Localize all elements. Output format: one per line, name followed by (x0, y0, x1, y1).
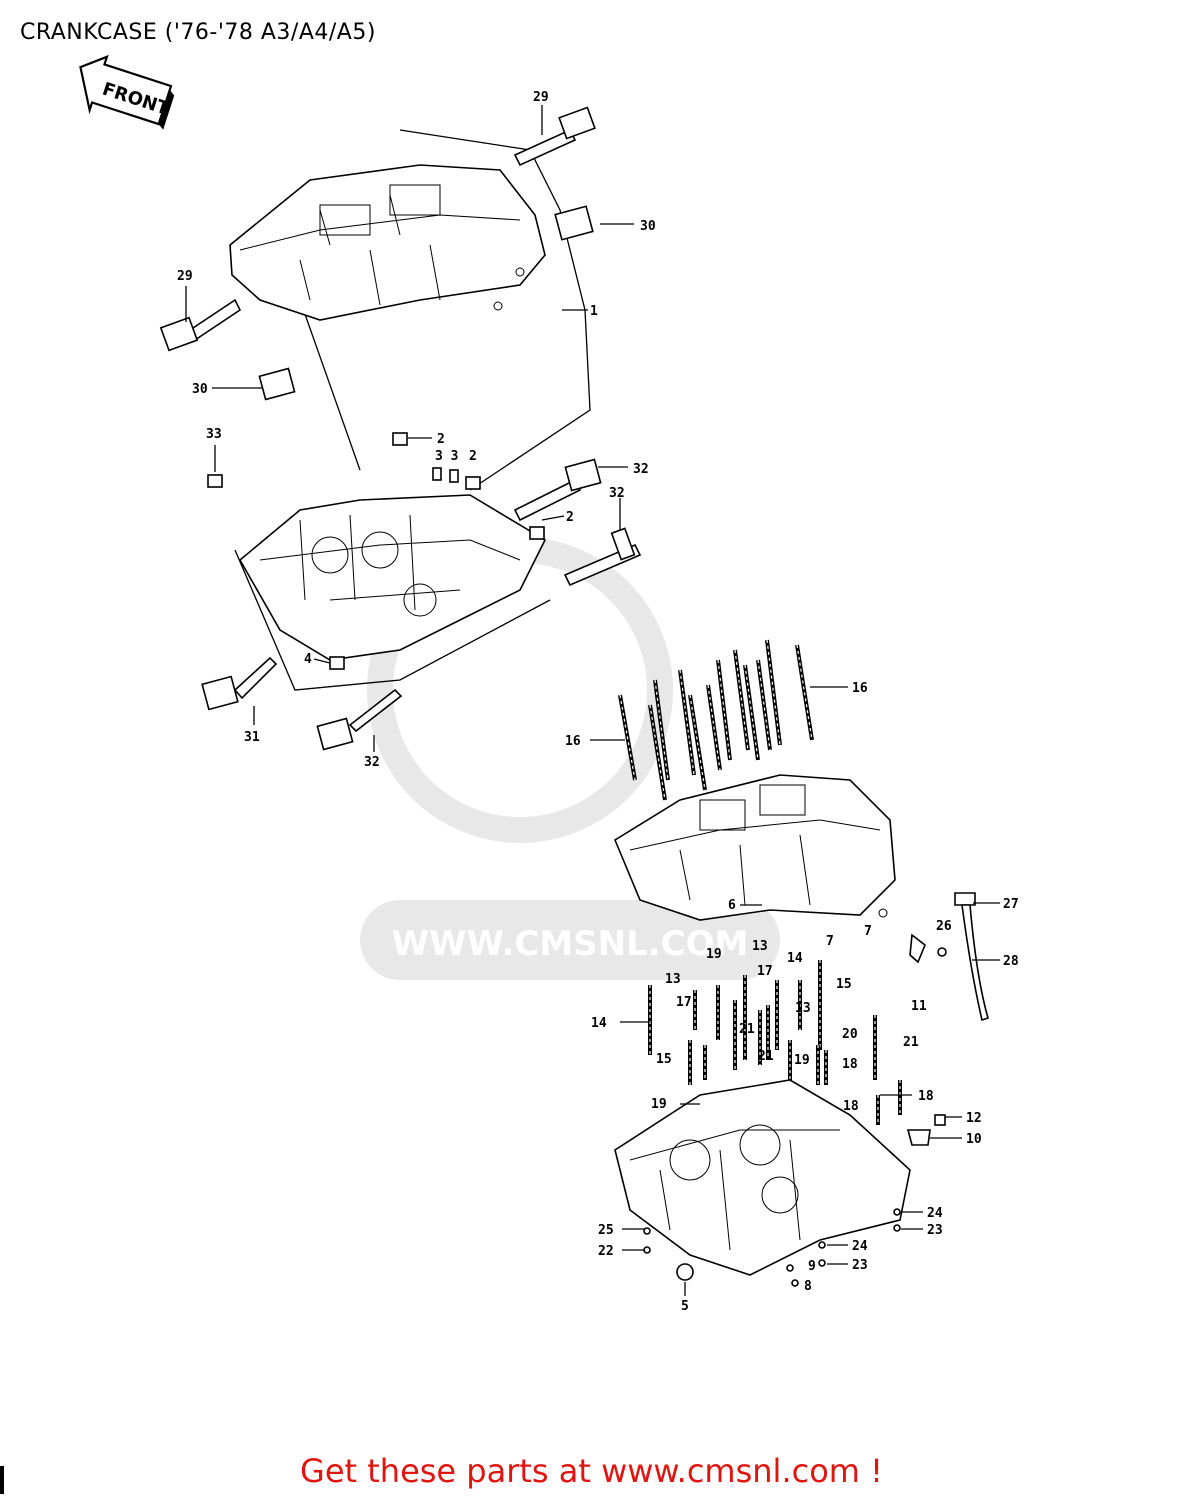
callout-21: 21 (903, 1035, 919, 1050)
callout-21: 21 (758, 1049, 774, 1064)
callout-7: 7 (826, 934, 834, 949)
crankcase-exploded-diagram: WWW.CMSNL.COM FRONT (79, 54, 1019, 1314)
callout-32: 32 (364, 755, 380, 770)
callout-5: 5 (681, 1299, 689, 1314)
callout-15: 15 (836, 977, 852, 992)
callout-21: 21 (739, 1022, 755, 1037)
callout-labels: 29 30 29 1 30 33 2 3 3 2 32 32 2 4 31 32… (177, 90, 1019, 1314)
stud-bolt (765, 639, 782, 746)
callout-13: 13 (795, 1001, 811, 1016)
watermark-text: WWW.CMSNL.COM (392, 924, 749, 964)
callout-29: 29 (177, 269, 193, 284)
callout-18: 18 (842, 1057, 858, 1072)
stud-bolt-thread (689, 694, 706, 791)
callout-11: 11 (911, 999, 927, 1014)
callout-18: 18 (918, 1089, 934, 1104)
callout-17: 17 (757, 964, 773, 979)
stud-bolt (678, 669, 696, 776)
stud-bolt-thread (619, 694, 636, 781)
dowel-pins-and-seals-upper (159, 106, 642, 751)
callout-30: 30 (640, 219, 656, 234)
callout-23: 23 (927, 1223, 943, 1238)
callout-20: 20 (842, 1027, 858, 1042)
callout-6: 6 (728, 898, 736, 913)
callout-19: 19 (651, 1097, 667, 1112)
assembled-upper-case (613, 774, 896, 921)
stud-bolt-thread (796, 644, 813, 741)
callout-16: 16 (565, 734, 581, 749)
stud-bolt-thread (649, 704, 666, 801)
callout-13: 13 (752, 939, 768, 954)
callout-26: 26 (936, 919, 952, 934)
callout-9: 9 (808, 1259, 816, 1274)
callout-33: 33 (206, 427, 222, 442)
callout-14: 14 (591, 1016, 607, 1031)
callout-4: 4 (304, 652, 312, 667)
callout-24: 24 (852, 1239, 868, 1254)
callout-17: 17 (676, 995, 692, 1010)
callout-31: 31 (244, 730, 260, 745)
footer-cta[interactable]: Get these parts at www.cmsnl.com ! (300, 1452, 883, 1490)
callout-28: 28 (1003, 954, 1019, 969)
callout-8: 8 (804, 1279, 812, 1294)
lower-crankcase (234, 494, 551, 691)
callout-10: 10 (966, 1132, 982, 1147)
callout-24: 24 (927, 1206, 943, 1221)
leader-lines (185, 105, 1000, 1296)
callout-14: 14 (787, 951, 803, 966)
callout-32: 32 (609, 486, 625, 501)
callout-25: 25 (598, 1223, 614, 1238)
assembled-lower-case (614, 1079, 911, 1276)
front-arrow-icon: FRONT (79, 54, 175, 130)
callout-19: 19 (794, 1053, 810, 1068)
stud-bolt-thread (734, 649, 749, 751)
callout-19: 19 (706, 947, 722, 962)
callout-12: 12 (966, 1111, 982, 1126)
stud-bolt-thread (707, 684, 721, 771)
callout-7: 7 (864, 924, 872, 939)
callout-29: 29 (533, 90, 549, 105)
breather-hose-and-fittings (643, 892, 989, 1287)
page-title: CRANKCASE ('76-'78 A3/A4/A5) (20, 20, 376, 45)
callout-13: 13 (665, 972, 681, 987)
callout-2: 2 (469, 449, 477, 464)
callout-2: 2 (566, 510, 574, 525)
callout-27: 27 (1003, 897, 1019, 912)
stud-bolt-thread (717, 659, 731, 761)
callout-30: 30 (192, 382, 208, 397)
callout-33: 3 3 (435, 449, 458, 464)
edge-mark (0, 1466, 4, 1494)
upper-crankcase (229, 129, 591, 491)
callout-18: 18 (843, 1099, 859, 1114)
stud-bolts (618, 639, 902, 1125)
stud-bolt-thread (654, 679, 669, 781)
callout-1: 1 (590, 304, 598, 319)
callout-16: 16 (852, 681, 868, 696)
stud-bolt (756, 659, 772, 751)
callout-32: 32 (633, 462, 649, 477)
callout-22: 22 (598, 1244, 614, 1259)
callout-23: 23 (852, 1258, 868, 1273)
stud-bolt-thread (744, 664, 759, 761)
callout-15: 15 (656, 1052, 672, 1067)
callout-2: 2 (437, 432, 445, 447)
